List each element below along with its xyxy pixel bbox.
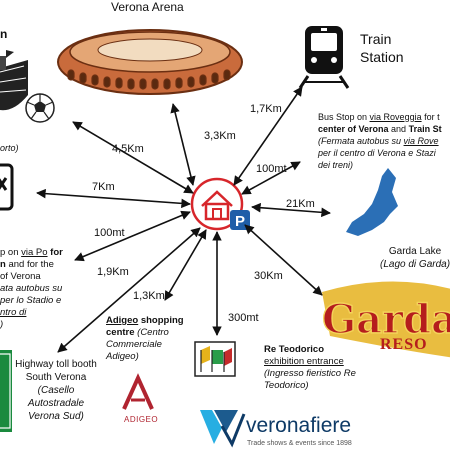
train-icon [298,26,350,89]
gardaland-logo: Gardal RESO [321,281,450,358]
via-po-line4: ata autobus su [0,283,63,294]
distance-veronafiere: 300mt [228,312,259,324]
distance-bus-stop: 100mt [256,163,287,175]
re-teodorico-label: Re Teodorico exhibition entrance (Ingres… [264,344,356,392]
stadium-title: n [0,27,8,41]
distance-stadium: 4,5Km [112,143,144,155]
stadium-illustration [0,50,28,111]
bus-stop-line3: (Fermata autobus su via Rove [318,136,439,146]
adigeo-line3: Commerciale [106,339,162,350]
highway-exit-icon [0,163,14,211]
garda-lake-line2: (Lago di Garda) [380,259,450,270]
football-icon [25,93,55,123]
train-station-label: Train Station [360,30,404,66]
distance-south-verona: 1,9Km [97,266,129,278]
bus-stop-line4: per il centro di Verona e Stazi [318,148,436,158]
south-verona-line1: Highway toll booth [15,359,97,370]
veronafiere-wordmark: veronafiere [246,414,352,437]
veronafiere-mark [200,410,246,448]
adigeo-line1: Adigeo shopping [106,315,184,326]
exhibition-flags-icon [194,341,236,377]
distance-garda-lake: 21Km [286,198,315,210]
bus-stop-line5: dei treni) [318,160,354,170]
arena-illustration [57,29,243,95]
re-teodorico-line2: exhibition entrance [264,356,344,367]
veronafiere-tagline: Trade shows & events since 1898 [247,440,352,447]
distance-gardaland: 30Km [254,270,283,282]
re-teodorico-line4: Teodorico) [264,380,309,391]
south-verona-line5: Verona Sud) [28,411,84,422]
svg-text:RESO: RESO [380,336,428,353]
distance-arena: 3,3Km [204,130,236,142]
via-po-line5: per lo Stadio e [0,295,62,306]
adigeo-logo-text: ADIGEO [124,415,159,424]
bus-stop-line1: Bus Stop on via Roveggia for t [318,112,440,122]
south-verona-line2: South Verona [25,372,87,383]
arrow-gardaland [244,224,323,296]
distance-adigeo: 1,3Km [133,290,165,302]
train-station-line1: Train [360,31,392,47]
via-po-line2: n and for the [0,259,54,270]
svg-text:Gardal: Gardal [322,296,450,343]
garda-lake-line1: Garda Lake [388,246,442,257]
arrow-bus-stop [241,161,301,195]
distance-train: 1,7Km [250,103,282,115]
arrow-via-po [74,210,191,262]
south-verona-label: Highway toll booth South Verona (Casello… [8,358,104,423]
svg-text:P: P [235,213,245,230]
arena-title: Verona Arena [111,0,184,14]
via-po-line1: p on via Po for [0,247,63,258]
arrow-arena [170,103,196,186]
via-po-line3: of Verona [0,271,41,282]
adigeo-logo [113,370,163,434]
adigeo-label: Adigeo shopping centre (Centro Commercia… [106,315,184,363]
stadium-subtitle: orto) [0,143,19,153]
via-po-line7: ) [0,319,4,330]
location-home-icon [190,177,244,231]
garda-lake-label: Garda Lake (Lago di Garda) [380,245,450,271]
via-po-line6: ntro di [0,307,27,318]
distance-via-po: 100mt [94,227,125,239]
distance-highway: 7Km [92,181,115,193]
adigeo-line2: centre (Centro [106,327,169,338]
bus-stop-line2: center of Verona and Train St [318,124,442,134]
distance-arrows [36,86,331,353]
train-station-line2: Station [360,49,404,65]
bus-stop-label: Bus Stop on via Roveggia for t center of… [318,111,442,171]
south-verona-line3: (Casello [37,385,75,396]
re-teodorico-line3: (Ingresso fieristico Re [264,368,356,379]
south-verona-line4: Autostradale [27,398,85,409]
adigeo-line4: Adigeo) [106,351,139,362]
garda-lake-shape [346,168,398,236]
re-teodorico-line1: Re Teodorico [264,344,324,355]
arrow-highway [36,188,191,209]
arrow-garda-lake [251,202,331,218]
highway-sign [0,350,12,432]
arrow-stadium [72,121,194,194]
via-po-label: p on via Po for n and for the of Verona … [0,247,63,331]
